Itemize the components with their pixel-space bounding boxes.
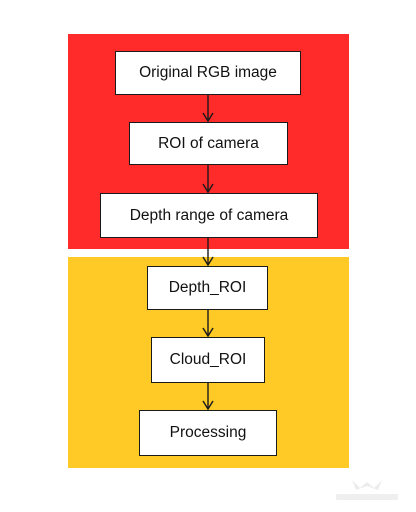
node-original-rgb-image: Original RGB image xyxy=(115,51,301,95)
node-roi-of-camera: ROI of camera xyxy=(129,122,288,165)
node-processing: Processing xyxy=(139,410,277,456)
mech-mind-logo-icon xyxy=(336,480,398,500)
node-cloud-roi: Cloud_ROI xyxy=(151,337,265,383)
node-depth-roi: Depth_ROI xyxy=(147,266,268,310)
node-depth-range-of-camera: Depth range of camera xyxy=(100,193,318,238)
